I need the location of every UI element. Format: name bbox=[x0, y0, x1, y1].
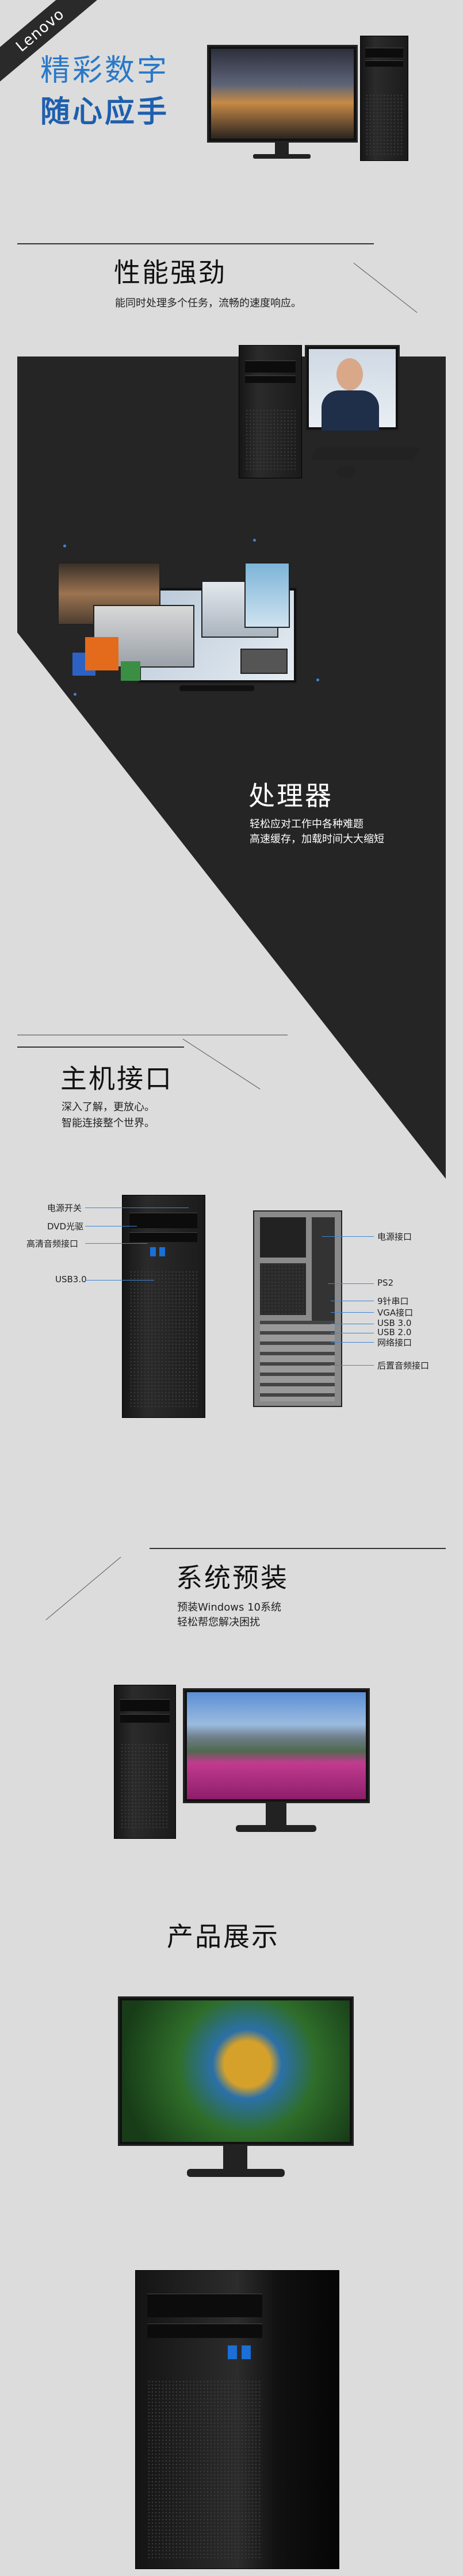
showcase-title: 产品展示 bbox=[167, 1921, 280, 1952]
man-on-phone-screen bbox=[309, 349, 396, 431]
rear-label-usb2: USB 2.0 bbox=[377, 1327, 412, 1337]
front-connector-audio bbox=[85, 1243, 147, 1244]
performance-mouse bbox=[336, 466, 356, 477]
os-desc-1: 预装Windows 10系统 bbox=[177, 1601, 281, 1613]
collage-monitor-base bbox=[179, 685, 254, 691]
spreadsheet-icon bbox=[121, 661, 140, 681]
collage-marker-1 bbox=[63, 545, 66, 547]
rear-label-lan: 网络接口 bbox=[377, 1337, 412, 1348]
performance-diagonal bbox=[353, 263, 418, 313]
showcase-monitor-base bbox=[187, 2169, 285, 2177]
os-diagonal bbox=[45, 1557, 121, 1620]
os-monitor bbox=[183, 1688, 370, 1803]
processor-desc-2: 高速缓存，加载时间大大缩短 bbox=[250, 833, 384, 845]
rear-label-rear-audio: 后置音频接口 bbox=[377, 1360, 430, 1371]
os-monitor-stand bbox=[266, 1803, 286, 1826]
rear-connector-7 bbox=[331, 1342, 374, 1343]
processor-title: 处理器 bbox=[248, 780, 333, 811]
powerpoint-icon bbox=[85, 637, 118, 670]
hero-monitor-screen bbox=[211, 49, 354, 139]
os-tower bbox=[114, 1685, 176, 1839]
rear-label-ps2: PS2 bbox=[377, 1278, 394, 1288]
hero-tower bbox=[360, 36, 408, 161]
ports-desc-2: 智能连接整个世界。 bbox=[62, 1117, 155, 1129]
showcase-tower bbox=[135, 2270, 339, 2569]
ports-title: 主机接口 bbox=[60, 1063, 173, 1094]
os-title: 系统预装 bbox=[176, 1562, 289, 1593]
rear-label-serial: 9针串口 bbox=[377, 1296, 409, 1306]
collage-marker-3 bbox=[74, 693, 76, 696]
front-label-power: 电源开关 bbox=[47, 1203, 82, 1213]
performance-divider bbox=[17, 243, 374, 244]
showcase-monitor bbox=[118, 1996, 354, 2146]
hero-monitor-base bbox=[253, 154, 311, 159]
ports-divider bbox=[17, 1046, 184, 1048]
front-tower bbox=[122, 1195, 205, 1418]
rear-connector-1 bbox=[322, 1236, 374, 1237]
rear-connector-4 bbox=[331, 1312, 374, 1313]
os-monitor-base bbox=[236, 1825, 316, 1832]
front-label-audio: 高清音频接口 bbox=[26, 1239, 79, 1249]
tulip-field-screen bbox=[187, 1692, 366, 1799]
performance-keyboard bbox=[309, 447, 421, 460]
dark-diagonal-panel bbox=[17, 356, 446, 1179]
rear-connector-2 bbox=[328, 1283, 374, 1284]
rear-label-vga: VGA接口 bbox=[377, 1308, 414, 1318]
hero-title-line1: 精彩数字 bbox=[40, 53, 170, 88]
front-label-dvd: DVD光驱 bbox=[47, 1221, 84, 1232]
front-connector-usb3 bbox=[85, 1280, 154, 1281]
collage-window-chart bbox=[244, 562, 290, 628]
rear-tower bbox=[253, 1210, 342, 1407]
rear-label-usb3: USB 3.0 bbox=[377, 1318, 412, 1328]
collage-marker-2 bbox=[253, 539, 256, 542]
hero-title-line2: 随心应手 bbox=[40, 95, 170, 129]
processor-desc-1: 轻松应对工作中各种难题 bbox=[250, 818, 363, 830]
collage-window-gallery bbox=[240, 649, 288, 674]
ports-desc-1: 深入了解，更放心。 bbox=[62, 1101, 155, 1113]
os-desc-2: 轻松帮您解决困扰 bbox=[177, 1616, 260, 1628]
performance-monitor bbox=[305, 345, 400, 431]
rear-connector-8 bbox=[331, 1365, 374, 1366]
showcase-monitor-stand bbox=[223, 2146, 247, 2171]
performance-tower bbox=[239, 345, 302, 478]
performance-title: 性能强劲 bbox=[114, 257, 227, 288]
performance-desc: 能同时处理多个任务，流畅的速度响应。 bbox=[115, 297, 301, 309]
hero-monitor bbox=[207, 45, 358, 143]
dark-panel-shape bbox=[17, 356, 446, 1179]
os-divider bbox=[150, 1548, 446, 1549]
collage-marker-4 bbox=[316, 678, 319, 681]
hero-monitor-stand bbox=[275, 143, 289, 155]
parrot-screen bbox=[122, 2000, 350, 2142]
rear-label-power-port: 电源接口 bbox=[377, 1232, 412, 1242]
front-label-usb3: USB3.0 bbox=[55, 1274, 87, 1285]
